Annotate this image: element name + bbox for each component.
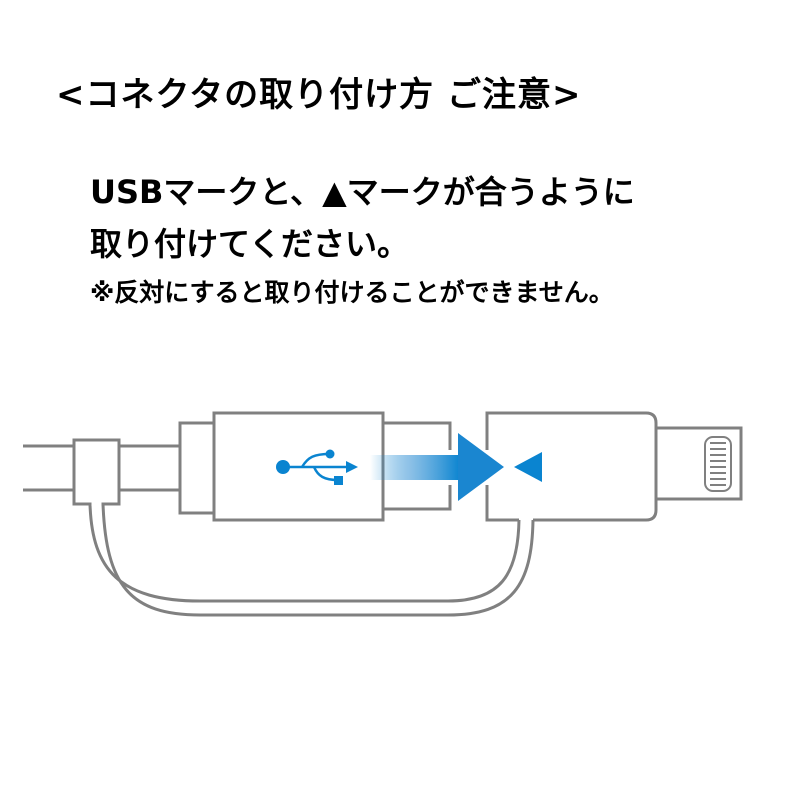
usb-strain-relief [178,421,216,515]
cable [23,444,180,492]
instruction-line-2: 取り付けてください。 [90,225,410,263]
lightning-adapter [485,411,658,522]
lightning-plug [654,426,743,501]
triangle-marker-icon [514,452,542,482]
page-title: <コネクタの取り付け方 ご注意> [56,75,582,115]
cable-clip [72,438,121,506]
usb-a-tip [383,421,452,511]
tether-loop [88,503,535,617]
instruction-line-1: USBマークと、▲マークが合うように [90,173,635,211]
lightning-contact-slot [704,436,732,492]
insert-direction-arrow-icon [370,433,504,501]
usb-trident-icon [276,449,358,485]
instruction-note: ※反対にすると取り付けることができません。 [90,278,614,307]
lightning-contacts [710,442,726,486]
